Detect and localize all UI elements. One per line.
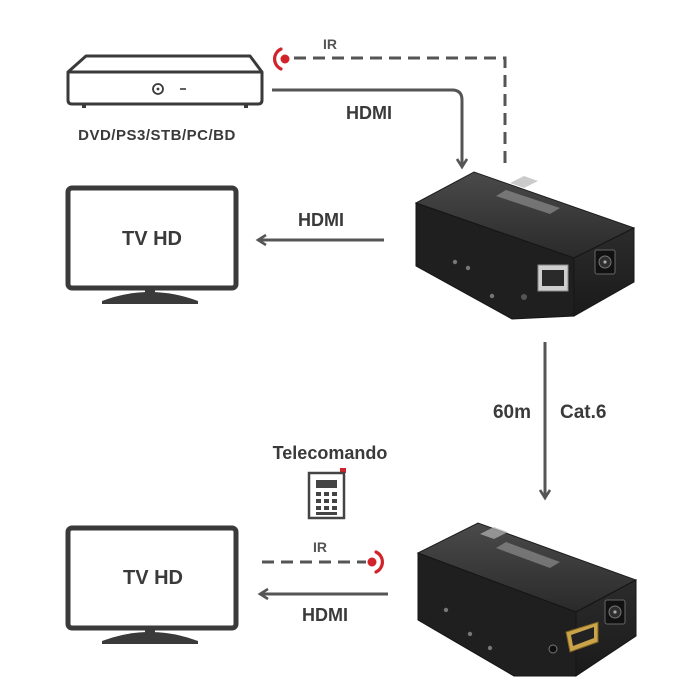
hdmi-source-label: HDMI xyxy=(346,103,392,123)
tv-bottom-label: TV HD xyxy=(123,567,183,589)
hdmi-tv-bottom-label: HDMI xyxy=(302,605,348,625)
remote-control-icon xyxy=(307,468,346,520)
source-device xyxy=(66,54,264,108)
ir-bottom-label: IR xyxy=(313,539,327,555)
ir-top-label: IR xyxy=(323,36,337,52)
cable-type-label: Cat.6 xyxy=(560,402,606,423)
hdmi-source-arrow xyxy=(272,88,462,167)
ir-top-link xyxy=(272,47,507,163)
transmitter-device xyxy=(414,171,636,320)
tv-top-label: TV HD xyxy=(122,228,182,250)
source-device-caption: DVD/PS3/STB/PC/BD xyxy=(78,127,236,144)
ir-bottom-link xyxy=(262,550,385,574)
receiver-device xyxy=(416,522,638,677)
hdmi-tv-top-label: HDMI xyxy=(298,210,344,230)
cable-length-label: 60m xyxy=(493,402,531,423)
tv-top xyxy=(65,185,239,304)
tv-bottom xyxy=(65,525,239,644)
remote-caption: Telecomando xyxy=(273,443,388,463)
